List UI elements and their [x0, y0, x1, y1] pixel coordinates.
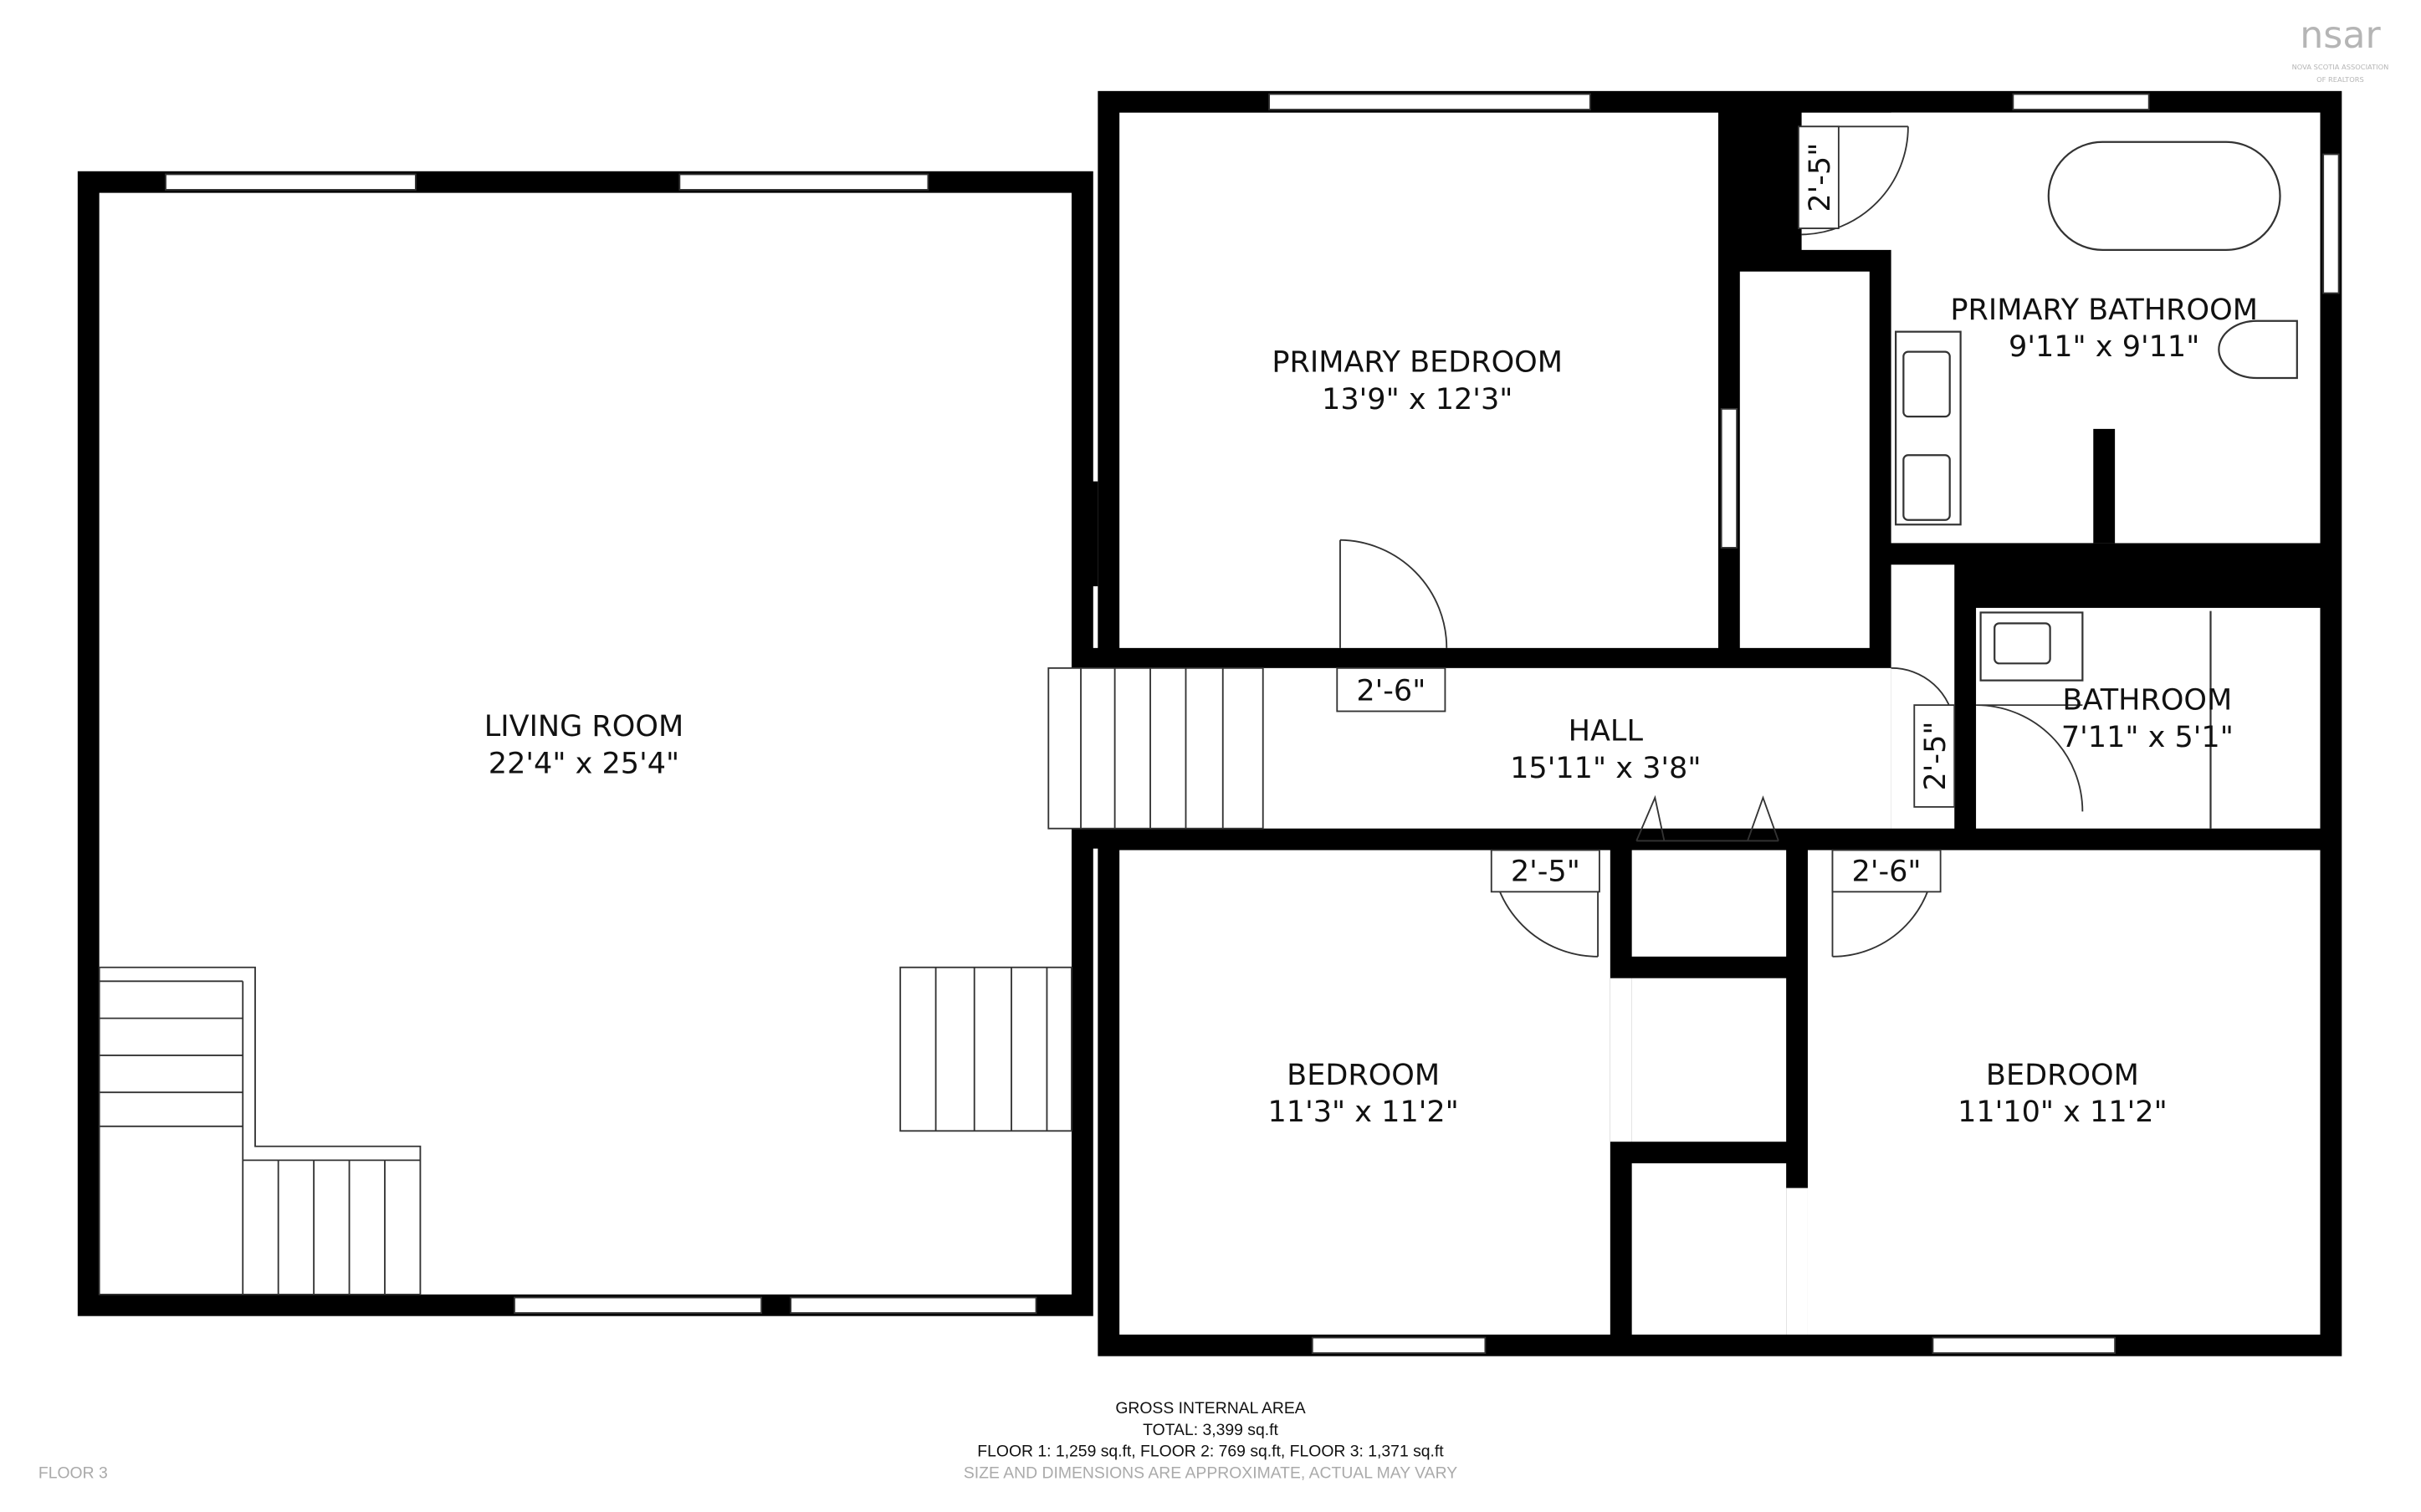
area-disclaimer: SIZE AND DIMENSIONS ARE APPROXIMATE, ACT… — [964, 1463, 1457, 1482]
door-dimension-tags: 2'-6" 2'-5" 2'-6" 2'-5" 2'-5" — [1336, 125, 1956, 893]
room-dimensions-bedroom-right: 11'10" x 11'2" — [1958, 1095, 2168, 1129]
logo-text: nsar — [2300, 14, 2381, 57]
vanity — [1895, 330, 1962, 526]
area-summary: GROSS INTERNAL AREA TOTAL: 3,399 sq.ft F… — [38, 1399, 1457, 1482]
area-floors: FLOOR 1: 1,259 sq.ft, FLOOR 2: 769 sq.ft… — [977, 1443, 1444, 1461]
floor-label: FLOOR 3 — [38, 1463, 108, 1482]
area-total: TOTAL: 3,399 sq.ft — [1143, 1421, 1278, 1439]
fixtures — [1895, 140, 2298, 829]
room-dimensions-primary-bathroom: 9'11" x 9'11" — [2009, 329, 2199, 364]
room-interiors — [99, 112, 2321, 1335]
toilet — [2218, 319, 2298, 380]
logo-subtitle-2: OF REALTORS — [2316, 75, 2364, 84]
room-dimensions-primary-bedroom: 13'9" x 12'3" — [1322, 382, 1512, 416]
windows — [165, 93, 2340, 1354]
door-dimension: 2'-5" — [1918, 722, 1953, 791]
room-name-bedroom-right: BEDROOM — [1986, 1058, 2139, 1092]
logo-subtitle: NOVA SCOTIA ASSOCIATION — [2292, 63, 2389, 71]
nsar-logo: nsar NOVA SCOTIA ASSOCIATION OF REALTORS — [2292, 14, 2389, 84]
room-name-bathroom: BATHROOM — [2062, 683, 2232, 718]
door-dimension: 2'-6" — [1852, 854, 1922, 888]
primary-bedroom-area — [1119, 112, 1718, 648]
room-dimensions-bedroom-left: 11'3" x 11'2" — [1267, 1095, 1458, 1129]
bedroom-left-area — [1119, 850, 1610, 1335]
area-title: GROSS INTERNAL AREA — [1115, 1399, 1305, 1418]
bathroom-area — [1976, 607, 2321, 829]
closet-area — [1739, 271, 1870, 648]
bedroom-right-area — [1807, 850, 2321, 1335]
door-dimension: 2'-5" — [1511, 854, 1580, 888]
room-name-primary-bedroom: PRIMARY BEDROOM — [1272, 345, 1563, 380]
door-dimension: 2'-6" — [1356, 674, 1425, 708]
room-labels: LIVING ROOM 22'4" x 25'4" PRIMARY BEDROO… — [484, 293, 2258, 1129]
room-dimensions-living-room: 22'4" x 25'4" — [489, 746, 679, 780]
room-name-primary-bathroom: PRIMARY BATHROOM — [1950, 293, 2258, 327]
bathtub — [2047, 140, 2281, 251]
room-dimensions-bathroom: 7'11" x 5'1" — [2061, 720, 2234, 754]
room-name-hall: HALL — [1569, 714, 1644, 748]
stairs — [98, 667, 1264, 1295]
room-name-living-room: LIVING ROOM — [484, 709, 683, 743]
door-dimension: 2'-5" — [1803, 143, 1837, 212]
room-dimensions-hall: 15'11" x 3'8" — [1510, 751, 1701, 785]
room-name-bedroom-left: BEDROOM — [1287, 1058, 1440, 1092]
